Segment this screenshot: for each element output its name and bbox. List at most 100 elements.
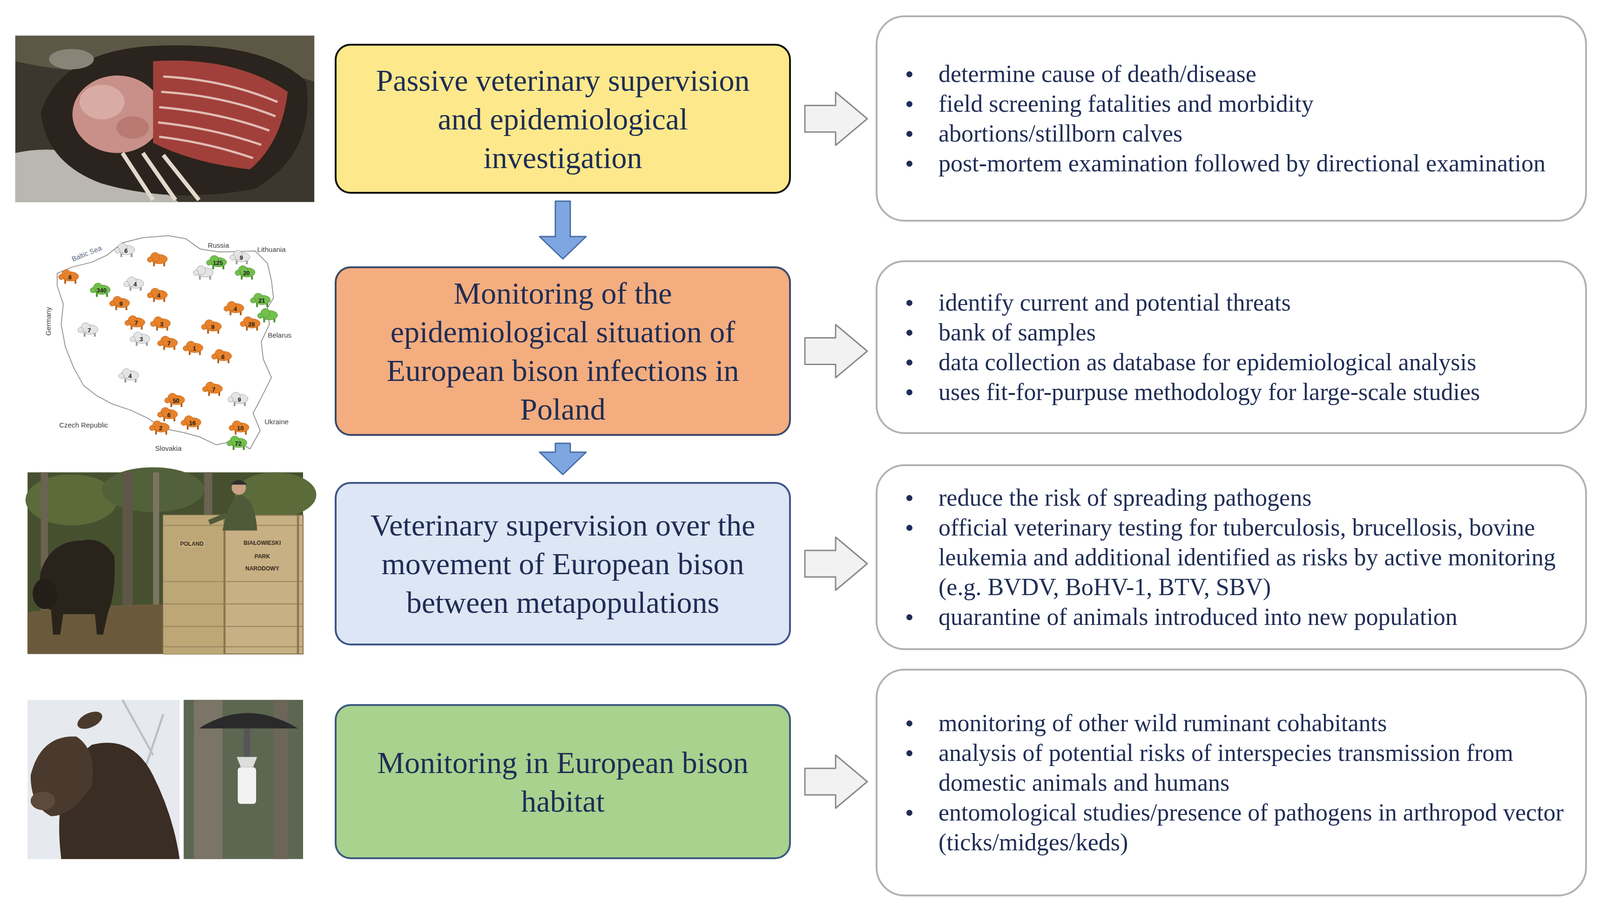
callout-number: 9 <box>210 323 215 331</box>
bison-icon <box>124 315 145 330</box>
bison-icon <box>229 420 250 435</box>
bison-icon-part <box>77 327 83 333</box>
bison-icon <box>250 293 271 308</box>
bullet-box: identify current and potential threatsba… <box>875 260 1587 434</box>
bison-icon <box>114 243 135 257</box>
bison-icon-part <box>240 321 246 327</box>
bison-icon-part <box>150 321 156 327</box>
bullet-dot <box>906 389 913 396</box>
callout-number: 6 <box>124 246 128 254</box>
transport-photo-part <box>163 514 225 654</box>
bison-icon-part <box>211 353 217 359</box>
crate-lettering: PARK <box>253 553 271 560</box>
necropsy-photo-part <box>163 76 278 102</box>
transport-photo <box>25 466 317 654</box>
necropsy-photo-part <box>79 84 125 120</box>
bison-icon <box>157 407 178 422</box>
bullet-item: analysis of potential risks of interspec… <box>877 737 1572 798</box>
block-arrow <box>539 201 587 259</box>
box-title: Passive veterinary supervision and epide… <box>357 60 769 177</box>
bullet-text: reduce the risk of spreading pathogens <box>938 484 1312 511</box>
callout-number: 9 <box>239 254 244 262</box>
block-arrow <box>539 443 587 475</box>
insect-trap-photo <box>183 699 304 859</box>
process-box: Veterinary supervision over the movement… <box>334 481 791 646</box>
bullet-text: field screening fatalities and morbidity <box>938 90 1314 117</box>
bullet-dot <box>906 329 913 336</box>
bison-icon-part <box>193 270 199 276</box>
process-box: Monitoring of the epidemiological situat… <box>334 266 791 436</box>
callout-number: 6 <box>221 352 225 360</box>
necropsy-photo-part <box>72 75 163 154</box>
bullet-text: bank of samples <box>938 318 1096 346</box>
bullet-dot <box>906 494 913 501</box>
crate-lettering: POLAND <box>179 540 205 547</box>
insect-trap-photo-part <box>198 712 298 729</box>
callout-number: 20 <box>243 269 250 277</box>
callout-number: 9 <box>237 395 241 403</box>
transport-photo-part <box>230 479 247 485</box>
bison-icon <box>149 420 170 435</box>
callout-number: 10 <box>236 424 244 432</box>
bullet-item: abortions/stillborn calves <box>877 118 1572 149</box>
bullet-item: entomological studies/presence of pathog… <box>877 797 1572 858</box>
bullet-item: post-mortem examination followed by dire… <box>877 148 1572 179</box>
bison-icon <box>240 316 261 331</box>
bison-icon-part <box>124 320 130 326</box>
necropsy-photo-part <box>159 107 270 131</box>
bullet-text: official veterinary testing for tubercul… <box>938 513 1556 601</box>
bullet-text: monitoring of other wild ruminant cohabi… <box>938 709 1387 736</box>
bison-icon-part <box>114 247 120 253</box>
callout-number: 6 <box>167 411 171 419</box>
callout-number: 21 <box>258 297 265 304</box>
block-arrow <box>804 755 868 809</box>
bullet-dot <box>906 299 913 306</box>
map-label: Russia <box>207 241 230 250</box>
callout-number: 7 <box>212 385 216 393</box>
bison-icon-part <box>229 254 236 260</box>
bison-icon <box>147 288 168 303</box>
crate-lettering: NARODOWY <box>244 565 281 572</box>
bullet-item: quarantine of animals introduced into ne… <box>877 601 1572 632</box>
bullet-dot <box>906 720 913 727</box>
bison-icon-part <box>226 440 232 446</box>
necropsy-photo-part <box>48 48 94 70</box>
bison-icon <box>90 283 111 298</box>
box-title: Monitoring of the epidemiological situat… <box>357 273 769 429</box>
bullet-dot <box>906 809 913 816</box>
bison-icon-part <box>182 345 189 351</box>
bison-icon <box>211 349 232 364</box>
bullet-box: determine cause of death/diseasefield sc… <box>875 15 1587 222</box>
transport-photo-part <box>32 578 58 609</box>
transport-photo-part <box>153 472 160 605</box>
box-text-group: Monitoring of the epidemiological situat… <box>357 273 769 429</box>
necropsy-photo-part <box>15 35 315 203</box>
bison-icon-part <box>223 305 230 311</box>
map-label: Germany <box>44 307 53 337</box>
map-of-poland <box>38 235 296 452</box>
bullet-item: data collection as database for epidemio… <box>877 347 1572 378</box>
transport-photo-part <box>224 514 298 654</box>
transport-photo-part <box>209 514 227 522</box>
callout-number: 4 <box>128 372 132 380</box>
bullet-item: official veterinary testing for tubercul… <box>877 512 1572 602</box>
callout-number: 72 <box>235 439 242 447</box>
callout-number: 1 <box>192 344 196 352</box>
bullet-dot <box>906 101 913 108</box>
bison-icon <box>129 331 150 346</box>
callout-number: 3 <box>139 335 143 343</box>
bullet-text: data collection as database for epidemio… <box>938 348 1477 376</box>
bison-icon <box>181 415 202 430</box>
process-box: Monitoring in European bison habitat <box>334 703 791 859</box>
bullet-text: determine cause of death/disease <box>938 60 1257 88</box>
bison-icon <box>206 255 227 270</box>
bullet-text: analysis of potential risks of interspec… <box>938 739 1514 796</box>
bison-icon <box>223 301 244 316</box>
bullet-dot <box>906 71 913 78</box>
bison-icon-part <box>235 270 241 276</box>
callout-number: 9 <box>119 299 123 307</box>
bison-icon <box>118 368 139 383</box>
callout-number: 28 <box>248 320 255 328</box>
bison-icon <box>147 252 168 267</box>
map-label: Lithuania <box>257 244 286 253</box>
